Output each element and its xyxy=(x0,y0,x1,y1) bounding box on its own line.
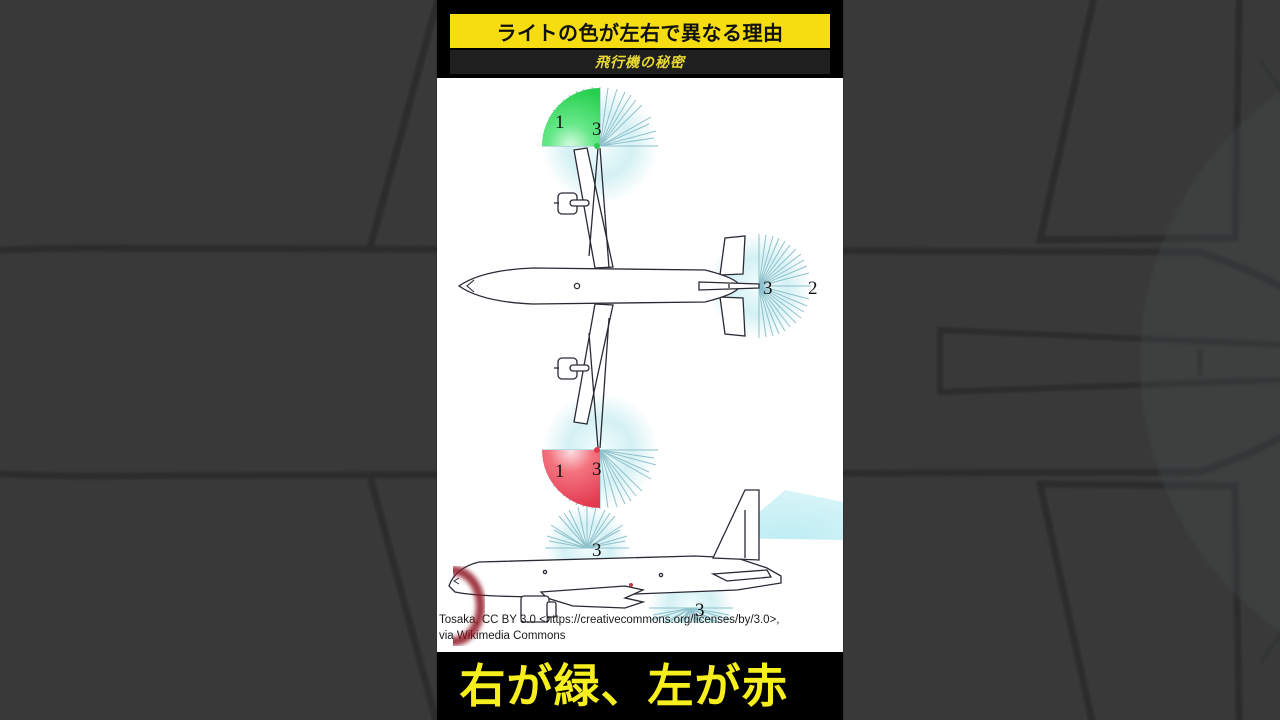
caption-bar: 右が緑、左が赤 xyxy=(437,652,843,720)
port-red-sector xyxy=(542,450,600,508)
video-title: ライトの色が左右で異なる理由 xyxy=(496,22,784,45)
video-content-panel: ライトの色が左右で異なる理由 飛行機の秘密 xyxy=(437,0,843,720)
engine-starboard xyxy=(554,192,590,215)
label-lower-beacon: 3 xyxy=(695,600,705,621)
attribution-credit: Tosaka, CC BY 3.0 <https://creativecommo… xyxy=(437,612,843,644)
label-port-strobe: 3 xyxy=(592,459,602,480)
port-light-group: 1 3 xyxy=(542,392,658,510)
side-nav-bulb xyxy=(629,583,633,587)
video-subtitle: 飛行機の秘密 xyxy=(595,54,685,70)
label-starboard-strobe: 3 xyxy=(592,119,602,140)
label-starboard-green: 1 xyxy=(555,112,565,133)
credit-line-1: Tosaka, CC BY 3.0 <https://creativecommo… xyxy=(439,614,780,626)
engine-port xyxy=(554,357,590,380)
label-tail-white: 2 xyxy=(808,278,818,299)
aircraft-side-view-group: 4 xyxy=(448,489,843,650)
label-port-red: 1 xyxy=(555,461,565,482)
credit-line-2: via Wikimedia Commons xyxy=(439,630,566,642)
aircraft-top-view xyxy=(457,147,760,449)
tail-strobe-rays xyxy=(758,234,811,338)
title-block: ライトの色が左右で異なる理由 飛行機の秘密 xyxy=(437,0,843,78)
subtitle-bar: 飛行機の秘密 xyxy=(450,50,830,74)
label-tail-strobe: 3 xyxy=(763,278,773,299)
diagram-svg: 1 3 xyxy=(448,86,843,650)
title-bar: ライトの色が左右で異なる理由 xyxy=(450,14,830,48)
navigation-light-diagram: 1 3 xyxy=(437,78,843,650)
starboard-light-group: 1 3 xyxy=(542,86,658,204)
caption-text: 右が緑、左が赤 xyxy=(459,660,789,712)
starboard-nav-bulb xyxy=(594,143,600,149)
starboard-green-sector xyxy=(542,88,600,146)
port-nav-bulb xyxy=(594,447,600,453)
label-upper-beacon: 3 xyxy=(592,540,602,561)
